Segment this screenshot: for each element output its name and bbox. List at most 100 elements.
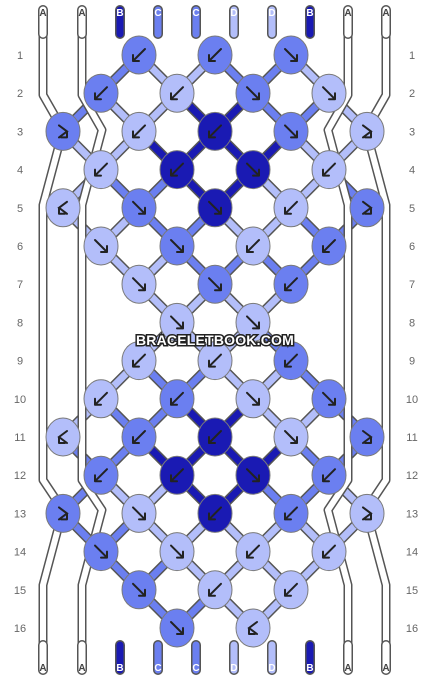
knot-r6-c1[interactable] bbox=[159, 226, 195, 266]
arrow-bl-icon bbox=[246, 239, 260, 253]
knot-r2-c0[interactable] bbox=[83, 73, 119, 113]
watermark: BRACELETBOOK.COM bbox=[136, 332, 294, 348]
knot-r12-c3[interactable] bbox=[311, 455, 347, 495]
row-label-right: 1 bbox=[409, 50, 415, 62]
knot-r1-c2[interactable] bbox=[273, 35, 309, 75]
knot-r13-c4[interactable] bbox=[349, 493, 385, 533]
knot-r9-c1[interactable] bbox=[197, 341, 233, 381]
arrow-bl-icon bbox=[94, 468, 108, 483]
knot-r14-c0[interactable] bbox=[83, 532, 119, 572]
top-strand-letter: D bbox=[268, 8, 275, 19]
knot-r3-c1[interactable] bbox=[121, 111, 157, 151]
knot-r11-c1[interactable] bbox=[121, 417, 157, 457]
knot-r3-c3[interactable] bbox=[273, 111, 309, 151]
knot-r11-c4[interactable] bbox=[349, 417, 385, 457]
arrow-br-icon bbox=[132, 506, 146, 521]
top-strand-letter: A bbox=[382, 8, 389, 19]
knot-oval bbox=[349, 188, 385, 228]
knot-r5-c0[interactable] bbox=[45, 188, 81, 228]
arrow-bl-icon bbox=[94, 162, 108, 177]
arrow-rb-icon bbox=[362, 506, 373, 521]
knot-r4-c1[interactable] bbox=[159, 150, 195, 190]
knot-r14-c2[interactable] bbox=[235, 532, 271, 572]
row-label-left: 2 bbox=[17, 88, 23, 100]
knot-r13-c0[interactable] bbox=[45, 493, 81, 533]
knot-r13-c1[interactable] bbox=[121, 493, 157, 533]
knot-r15-c1[interactable] bbox=[197, 570, 233, 610]
bottom-strand-letter: A bbox=[39, 663, 46, 674]
knot-r2-c1[interactable] bbox=[159, 73, 195, 113]
knot-r5-c4[interactable] bbox=[349, 188, 385, 228]
row-label-right: 7 bbox=[409, 279, 415, 291]
knot-r9-c0[interactable] bbox=[121, 341, 157, 381]
knot-r10-c2[interactable] bbox=[235, 379, 271, 419]
arrow-br-icon bbox=[246, 468, 260, 483]
knot-r14-c3[interactable] bbox=[311, 532, 347, 572]
knot-r10-c3[interactable] bbox=[311, 379, 347, 419]
knot-r6-c3[interactable] bbox=[311, 226, 347, 266]
knot-r10-c0[interactable] bbox=[83, 379, 119, 419]
knot-r1-c1[interactable] bbox=[197, 35, 233, 75]
row-label-right: 12 bbox=[406, 470, 418, 482]
knot-r7-c1[interactable] bbox=[197, 264, 233, 304]
row-label-left: 7 bbox=[17, 279, 23, 291]
knot-r4-c3[interactable] bbox=[311, 150, 347, 190]
knot-r15-c0[interactable] bbox=[121, 570, 157, 610]
arrow-bl-icon bbox=[170, 162, 184, 177]
row-label-left: 6 bbox=[17, 241, 23, 253]
knot-r6-c2[interactable] bbox=[235, 226, 271, 266]
arrow-rb-icon bbox=[362, 430, 373, 444]
knot-r7-c0[interactable] bbox=[121, 264, 157, 304]
knot-r4-c0[interactable] bbox=[83, 150, 119, 190]
knot-r5-c3[interactable] bbox=[273, 188, 309, 228]
knot-r13-c3[interactable] bbox=[273, 493, 309, 533]
arrow-bl-icon bbox=[94, 86, 108, 101]
row-label-left: 16 bbox=[14, 623, 26, 635]
bottom-strand-letter: A bbox=[78, 663, 85, 674]
knot-r5-c1[interactable] bbox=[121, 188, 157, 228]
knot-r3-c4[interactable] bbox=[349, 111, 385, 151]
knot-r2-c2[interactable] bbox=[235, 73, 271, 113]
edge-strand bbox=[40, 15, 66, 665]
edge-strand bbox=[363, 15, 389, 665]
knot-r12-c1[interactable] bbox=[159, 455, 195, 495]
knot-r11-c2[interactable] bbox=[197, 417, 233, 457]
arrow-bl-icon bbox=[322, 162, 336, 177]
knot-r9-c2[interactable] bbox=[273, 341, 309, 381]
knot-r3-c2[interactable] bbox=[197, 111, 233, 151]
knot-r5-c2[interactable] bbox=[197, 188, 233, 228]
knot-r15-c2[interactable] bbox=[273, 570, 309, 610]
arrow-lb-icon bbox=[57, 200, 68, 215]
knot-r12-c2[interactable] bbox=[235, 455, 271, 495]
arrow-bl-icon bbox=[322, 239, 336, 253]
knot-r10-c1[interactable] bbox=[159, 379, 195, 419]
knot-r14-c1[interactable] bbox=[159, 532, 195, 572]
knot-r16-c0[interactable] bbox=[159, 608, 195, 648]
knot-r4-c2[interactable] bbox=[235, 150, 271, 190]
knot-r8-c1[interactable] bbox=[235, 302, 271, 342]
knot-r8-c0[interactable] bbox=[159, 302, 195, 342]
arrow-br-icon bbox=[170, 239, 184, 253]
knot-r11-c3[interactable] bbox=[273, 417, 309, 457]
knot-r11-c0[interactable] bbox=[45, 417, 81, 457]
knot-oval bbox=[45, 493, 81, 533]
knot-r1-c0[interactable] bbox=[121, 35, 157, 75]
knot-r13-c2[interactable] bbox=[197, 493, 233, 533]
knot-r6-c0[interactable] bbox=[83, 226, 119, 266]
knot-grid bbox=[45, 35, 385, 648]
knot-r12-c0[interactable] bbox=[83, 455, 119, 495]
knot-r3-c0[interactable] bbox=[45, 111, 81, 151]
knot-oval bbox=[235, 608, 271, 648]
arrow-bl-icon bbox=[208, 353, 222, 368]
row-label-left: 14 bbox=[14, 547, 26, 559]
arrow-bl-icon bbox=[208, 48, 222, 62]
knot-r7-c2[interactable] bbox=[273, 264, 309, 304]
row-label-left: 9 bbox=[17, 356, 23, 368]
row-label-left: 11 bbox=[14, 432, 25, 444]
arrow-lb-icon bbox=[57, 430, 68, 444]
knot-r16-c1[interactable] bbox=[235, 608, 271, 648]
row-label-right: 14 bbox=[406, 547, 418, 559]
knot-r2-c3[interactable] bbox=[311, 73, 347, 113]
